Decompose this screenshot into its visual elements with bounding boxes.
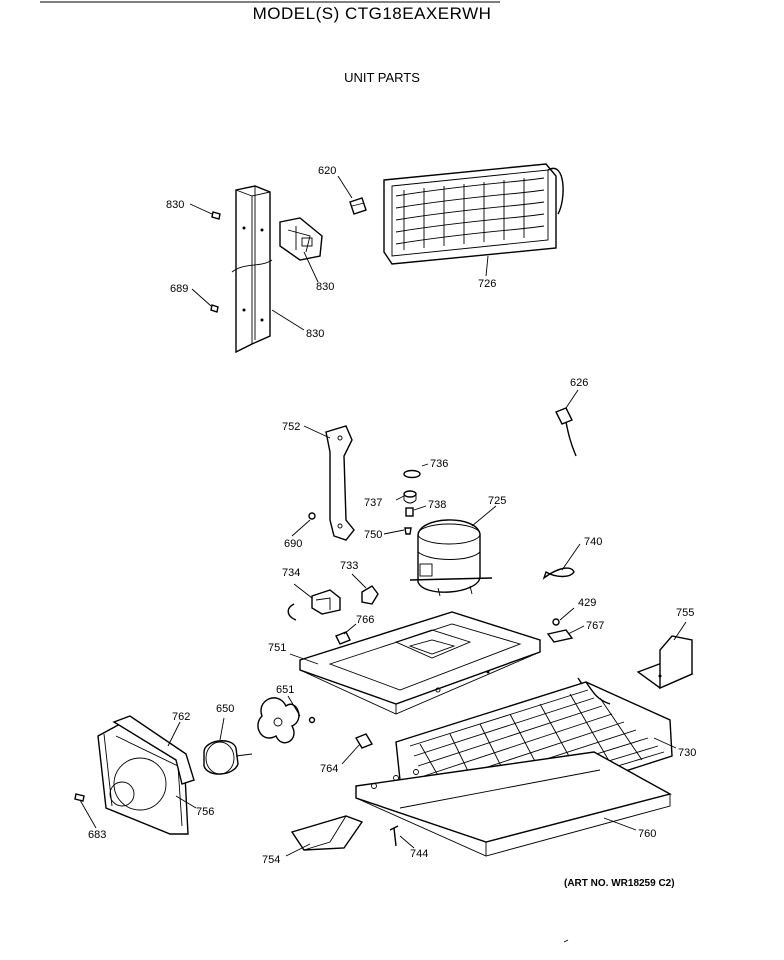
art-number: (ART NO. WR18259 C2): [564, 878, 675, 889]
model-title: MODEL(S) CTG18EAXERWH: [252, 4, 492, 23]
part-screw-689: [210, 304, 219, 313]
callout-760: 760: [638, 828, 656, 840]
callout-755: 755: [676, 607, 694, 619]
part-relay-620: [349, 197, 367, 215]
corner-mark: [563, 939, 569, 943]
callout-734: 734: [282, 567, 300, 579]
callout-738: 738: [428, 499, 446, 511]
callout-725: 725: [488, 495, 506, 507]
part-clip-766: [335, 631, 351, 645]
part-stud-750: [404, 527, 412, 535]
callout-429: 429: [578, 597, 596, 609]
callout-651: 651: [276, 684, 294, 696]
part-screw-429: [552, 618, 560, 626]
callout-752: 752: [282, 421, 300, 433]
part-channel-830: [231, 185, 273, 354]
callout-767: 767: [586, 620, 604, 632]
part-base-pan-751: [299, 611, 541, 715]
callout-733: 733: [340, 560, 358, 572]
callout-labels: 830 689 830 830 620 726 626 752 736 737 …: [88, 165, 696, 866]
part-screw-690: [308, 512, 316, 520]
part-condenser-726: [383, 163, 564, 265]
callout-736: 736: [430, 458, 448, 470]
callout-730: 730: [678, 747, 696, 759]
part-fan-blade-651: [257, 697, 316, 744]
part-drain-pan-760: [355, 751, 672, 857]
callout-754: 754: [262, 854, 280, 866]
callout-744: 744: [410, 848, 428, 860]
callout-737: 737: [364, 497, 382, 509]
callout-740: 740: [584, 536, 602, 548]
part-clip-767: [546, 629, 574, 643]
part-compressor-725: [409, 519, 493, 597]
callout-726: 726: [478, 278, 496, 290]
part-power-cord-626: [555, 407, 577, 457]
part-screw-830: [211, 211, 221, 220]
callout-689: 689: [170, 283, 188, 295]
part-bracket-830: [279, 217, 323, 261]
callout-650: 650: [216, 703, 234, 715]
callout-690: 690: [284, 538, 302, 550]
callout-626: 626: [570, 377, 588, 389]
part-grommet-737: [403, 490, 417, 504]
section-title: UNIT PARTS: [344, 70, 420, 85]
callout-683: 683: [88, 829, 106, 841]
part-bracket-752: [325, 425, 355, 541]
part-fan-motor-650: [203, 740, 253, 775]
callout-830-screw: 830: [166, 199, 184, 211]
callout-830-channel: 830: [306, 328, 324, 340]
callout-756: 756: [196, 806, 214, 818]
part-bracket-755: [636, 635, 694, 690]
leader-lines: [79, 175, 687, 857]
callout-830-bracket: 830: [316, 281, 334, 293]
part-tie-744: [389, 825, 399, 847]
part-screw-683: [74, 793, 85, 802]
callout-766: 766: [356, 614, 374, 626]
callout-750: 750: [364, 529, 382, 541]
callout-620: 620: [318, 165, 336, 177]
callout-764: 764: [320, 763, 338, 775]
part-relay-734: [287, 589, 341, 621]
part-clip-740: [542, 567, 575, 580]
part-grommet-736: [403, 469, 421, 479]
part-gasket-762: [112, 715, 195, 785]
part-overload-733: [361, 585, 379, 605]
part-trough-754: [290, 815, 364, 851]
callout-751: 751: [268, 642, 286, 654]
callout-762: 762: [172, 711, 190, 723]
part-sleeve-738: [405, 507, 414, 517]
